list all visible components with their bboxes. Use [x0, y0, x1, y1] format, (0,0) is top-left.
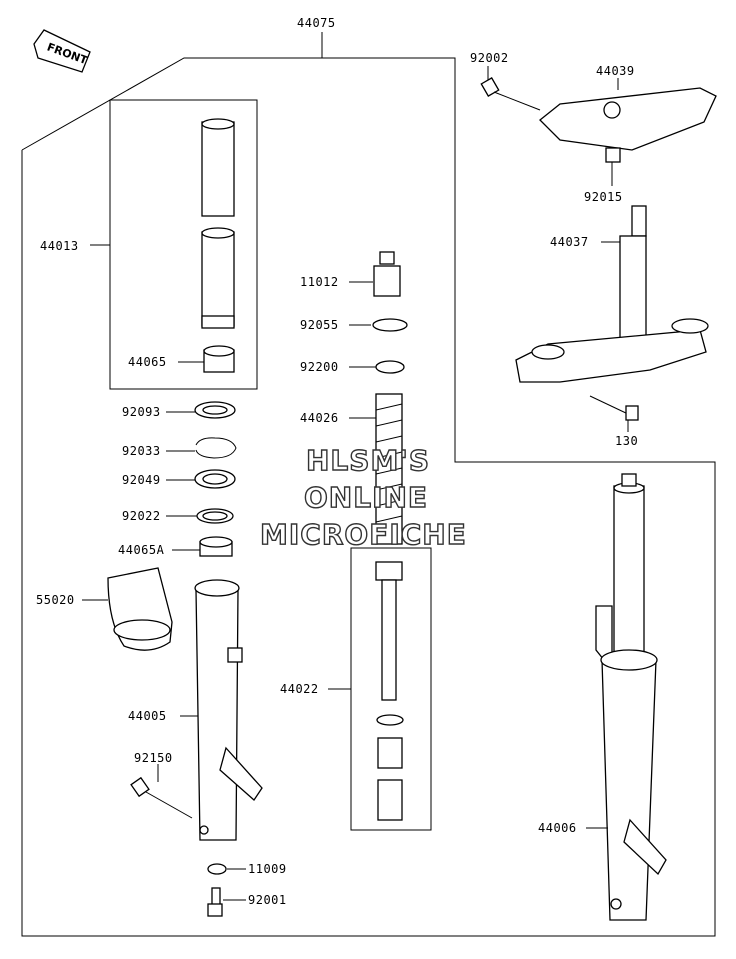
watermark-line-2: ONLINE — [303, 480, 429, 514]
part-label-92001: 92001 — [248, 893, 287, 907]
part-label-44065: 44065 — [128, 355, 167, 369]
steering-stem-44037 — [515, 205, 709, 383]
part-label-44026: 44026 — [300, 411, 339, 425]
part-label-11009: 11009 — [248, 862, 287, 876]
nut-92015 — [605, 147, 621, 163]
fork-guard-55020 — [107, 567, 173, 651]
fork-assembly-44006 — [595, 473, 667, 921]
cap-bolt-11012 — [373, 251, 401, 297]
part-label-44039: 44039 — [596, 64, 635, 78]
part-label-44065A: 44065A — [118, 543, 165, 557]
part-label-44013: 44013 — [40, 239, 79, 253]
bolt-130 — [589, 395, 639, 421]
o-ring-92055 — [372, 318, 408, 332]
upper-bracket-44039 — [539, 87, 717, 151]
washer-92200 — [375, 360, 405, 374]
part-label-55020: 55020 — [36, 593, 75, 607]
part-label-44005: 44005 — [128, 709, 167, 723]
part-label-92015: 92015 — [584, 190, 623, 204]
watermark-line-1: HLSM'S — [305, 443, 431, 477]
inner-tube-44013 — [201, 118, 235, 329]
watermark-line-3: MICROFICHE — [259, 517, 467, 551]
damper-rod-44022 — [375, 561, 404, 821]
part-label-44006: 44006 — [538, 821, 577, 835]
assembly-outline — [21, 57, 716, 937]
bolt-92002 — [480, 77, 541, 111]
subgroup-box-44013 — [109, 99, 258, 390]
part-label-44037: 44037 — [550, 235, 589, 249]
part-label-92093: 92093 — [122, 405, 161, 419]
part-label-92200: 92200 — [300, 360, 339, 374]
part-label-44022: 44022 — [280, 682, 319, 696]
bushing-44065 — [203, 345, 235, 373]
washer-11009 — [207, 863, 227, 875]
part-label-11012: 11012 — [300, 275, 339, 289]
spring-44026 — [375, 393, 403, 545]
bolt-92001 — [207, 887, 223, 917]
outer-tube-44005 — [194, 579, 263, 841]
front-arrow-icon — [33, 29, 91, 73]
part-label-92049: 92049 — [122, 473, 161, 487]
part-label-92150: 92150 — [134, 751, 173, 765]
bolt-92150 — [130, 776, 193, 819]
part-label-92055: 92055 — [300, 318, 339, 332]
seal-stack — [194, 401, 237, 557]
part-label-92033: 92033 — [122, 444, 161, 458]
part-label-130: 130 — [615, 434, 639, 448]
part-label-92002: 92002 — [470, 51, 509, 65]
part-label-44075: 44075 — [297, 16, 336, 30]
part-label-92022: 92022 — [122, 509, 161, 523]
